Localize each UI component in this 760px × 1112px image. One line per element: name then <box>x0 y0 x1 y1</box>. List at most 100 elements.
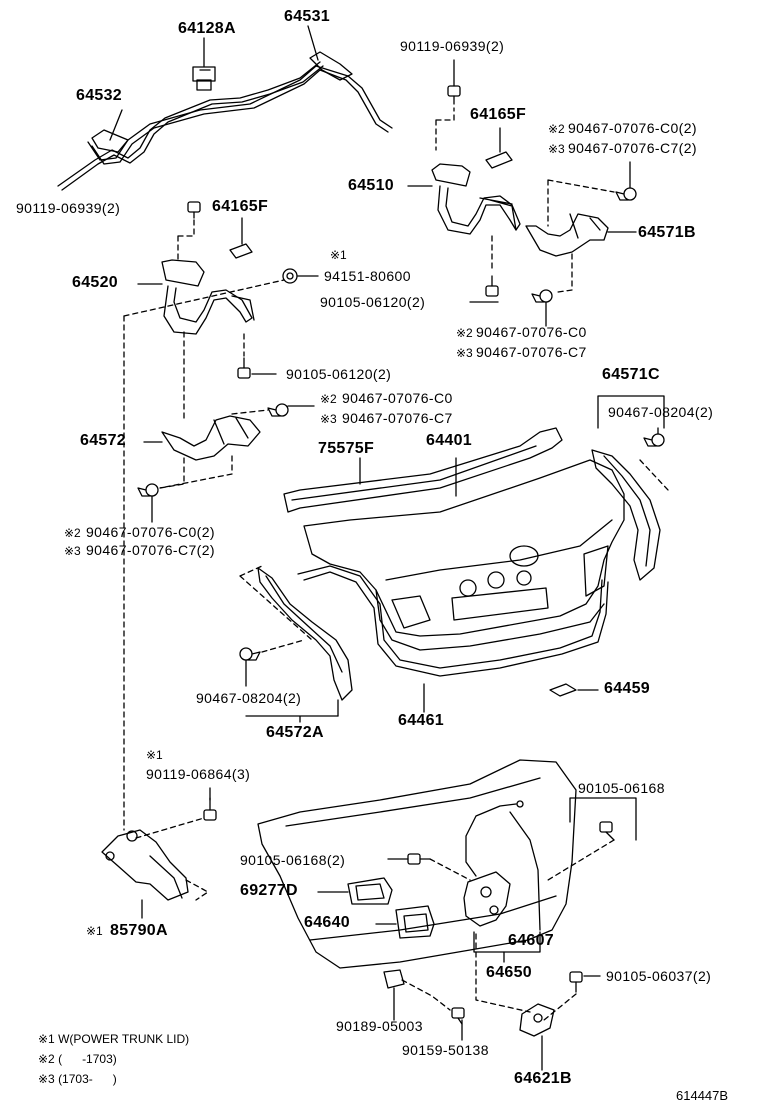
dashed-guide <box>159 455 233 489</box>
dashed-guide <box>547 179 615 227</box>
part-label: 64532 <box>76 87 122 104</box>
dashed-guide <box>429 858 471 881</box>
part-label: 90119-06939(2) <box>400 38 505 54</box>
cable-64607 <box>465 800 541 931</box>
part-label: 90119-06864(3) <box>146 766 251 782</box>
motor-85790A <box>101 829 209 901</box>
hinge-64510 <box>431 163 521 235</box>
legend-note-3: ※3 (1703- ) <box>38 1072 117 1086</box>
dashed-guide <box>557 253 573 293</box>
part-label: 90105-06168 <box>578 780 665 796</box>
legend-note-1: ※1 W(POWER TRUNK LID) <box>38 1032 190 1046</box>
part-label: 64621B <box>514 1070 572 1087</box>
part-label: 64640 <box>304 914 350 931</box>
dashed-guide <box>639 459 669 491</box>
bolt-90105-06120-right <box>485 275 499 297</box>
note-marker: ※1 <box>146 748 163 762</box>
note-marker: ※3 <box>320 412 337 426</box>
pad-64165F-top <box>485 151 513 169</box>
torsion-bar-64531 <box>87 51 393 165</box>
lock-cylinder-64640 <box>395 905 435 939</box>
handle-69277D <box>347 877 393 905</box>
striker-64621B <box>519 1003 555 1037</box>
note-marker: ※3 <box>456 346 473 360</box>
part-label: 90467-07076-C7(2) <box>86 542 215 558</box>
grommet-90189-05003 <box>383 969 405 989</box>
legend-note-2: ※2 ( -1703) <box>38 1052 117 1066</box>
bolt-90105-06168-right <box>599 821 615 841</box>
part-label: 90467-07076-C7(2) <box>568 140 697 156</box>
part-label: 64459 <box>604 680 650 697</box>
part-label: 64571C <box>602 366 660 383</box>
dashed-guide <box>543 993 577 1021</box>
part-label: 90105-06037(2) <box>606 968 712 984</box>
part-label: 90467-07076-C0(2) <box>568 120 697 136</box>
part-label: 64401 <box>426 432 472 449</box>
clip-90467-08204-left <box>239 647 261 661</box>
clip-64128A <box>192 66 216 91</box>
part-label: 90159-50138 <box>402 1042 489 1058</box>
clip-90467-08204-right <box>643 433 665 447</box>
dashed-guide <box>435 107 455 151</box>
bolt-90119-06939-top <box>447 85 461 105</box>
part-label: 75575F <box>318 440 375 457</box>
hinge-64520 <box>161 259 255 335</box>
part-label: 90467-08204(2) <box>608 404 714 420</box>
part-label: 64572 <box>80 432 126 449</box>
note-marker: ※2 <box>548 122 565 136</box>
part-label: 64165F <box>212 198 269 215</box>
side-cover-64571C <box>591 449 661 581</box>
part-label: 90467-07076-C0(2) <box>86 524 215 540</box>
leader <box>109 109 123 141</box>
part-label: 90119-06939(2) <box>16 200 121 216</box>
part-label: 64571B <box>638 224 696 241</box>
torsion-bar-64532 <box>57 61 324 191</box>
part-label: 64165F <box>470 106 527 123</box>
part-label: 85790A <box>110 922 168 939</box>
part-label: 94151-80600 <box>324 268 411 284</box>
part-label: 90467-07076-C7 <box>476 344 587 360</box>
note-marker: ※3 <box>64 544 81 558</box>
weatherstrip-64461 <box>297 565 609 677</box>
note-marker: ※2 <box>320 392 337 406</box>
leader <box>307 25 319 61</box>
lock-assembly-64650 <box>463 871 511 927</box>
part-label: 90467-07076-C7 <box>342 410 453 426</box>
part-label: 64650 <box>486 964 532 981</box>
clip-64459 <box>549 683 577 697</box>
note-marker: ※1 <box>330 248 347 262</box>
bolt-90119-06864 <box>203 797 217 821</box>
dashed-guide <box>239 565 313 641</box>
trunk-lid-inner <box>257 759 577 969</box>
dashed-guide <box>177 219 195 261</box>
part-label: 90189-05003 <box>336 1018 423 1034</box>
dashed-guide <box>401 979 451 1011</box>
bracket <box>245 715 339 723</box>
part-label: 69277D <box>240 882 298 899</box>
dashed-guide <box>261 639 305 653</box>
dashed-guide <box>475 933 531 1013</box>
part-label: 64128A <box>178 20 236 37</box>
part-label: 64572A <box>266 724 324 741</box>
note-marker: ※1 <box>86 924 103 938</box>
part-label: 64510 <box>348 177 394 194</box>
clip-90467-07076-top <box>615 187 637 201</box>
note-marker: ※3 <box>548 142 565 156</box>
part-label: 90105-06120(2) <box>286 366 392 382</box>
part-label: 64520 <box>72 274 118 291</box>
bolt-90105-06037 <box>569 971 583 993</box>
dashed-guide <box>159 457 185 489</box>
dashed-guide <box>231 409 269 415</box>
part-label: 90467-07076-C0 <box>476 324 587 340</box>
hinge-cover-64572 <box>161 415 261 461</box>
pad-64165F-left <box>229 243 253 259</box>
hinge-cover-64571B <box>525 213 609 257</box>
bolt-90159-50138 <box>451 1007 465 1025</box>
part-label: 90105-06168(2) <box>240 852 346 868</box>
dashed-guide <box>123 279 285 317</box>
part-label: 90467-08204(2) <box>196 690 302 706</box>
note-marker: ※2 <box>64 526 81 540</box>
part-label: 90467-07076-C0 <box>342 390 453 406</box>
